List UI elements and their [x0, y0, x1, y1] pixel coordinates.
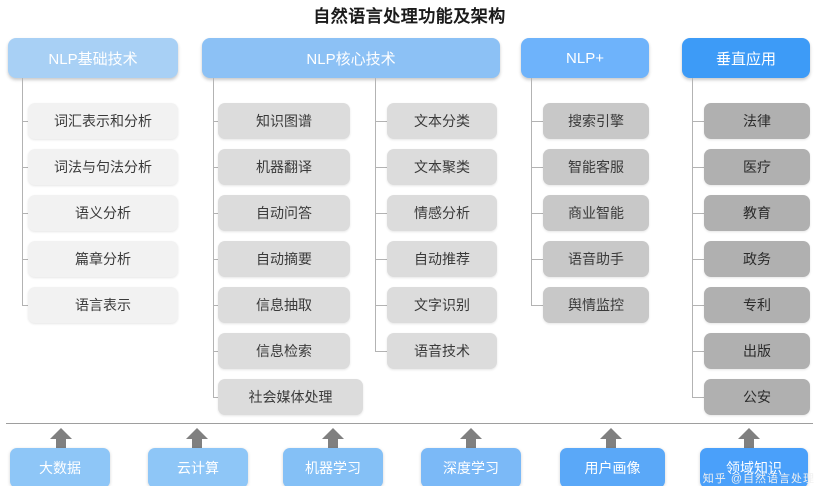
connector-branch-plus-1	[531, 167, 551, 168]
arrow-shaft	[606, 437, 616, 450]
arrow-shaft	[744, 437, 754, 450]
connector-branch-vertical-6	[692, 397, 712, 398]
foundation-box-cloud-computing[interactable]: 云计算	[148, 448, 248, 486]
header-nlp-core[interactable]: NLP核心技术	[202, 38, 500, 78]
node-vertical-3[interactable]: 政务	[704, 241, 810, 277]
connector-branch-plus-4	[531, 305, 551, 306]
node-core-left-5[interactable]: 信息检索	[218, 333, 350, 369]
node-basic-0[interactable]: 词汇表示和分析	[28, 103, 178, 139]
connector-trunk-core-right	[375, 78, 376, 351]
node-core-right-0[interactable]: 文本分类	[387, 103, 497, 139]
node-core-right-3[interactable]: 自动推荐	[387, 241, 497, 277]
header-nlp-plus[interactable]: NLP+	[521, 38, 649, 78]
node-plus-3[interactable]: 语音助手	[543, 241, 649, 277]
connector-branch-core-right-4	[375, 305, 395, 306]
connector-branch-core-right-1	[375, 167, 395, 168]
foundation-box-user-profile[interactable]: 用户画像	[560, 448, 665, 486]
connector-trunk-core-left	[213, 78, 214, 397]
arrow-head	[186, 428, 208, 439]
connector-branch-vertical-2	[692, 213, 712, 214]
header-nlp-basic[interactable]: NLP基础技术	[8, 38, 178, 78]
node-vertical-0[interactable]: 法律	[704, 103, 810, 139]
node-plus-1[interactable]: 智能客服	[543, 149, 649, 185]
node-plus-0[interactable]: 搜索引擎	[543, 103, 649, 139]
connector-branch-vertical-5	[692, 351, 712, 352]
node-basic-4[interactable]: 语言表示	[28, 287, 178, 323]
arrow-shaft	[56, 437, 66, 450]
arrow-head	[600, 428, 622, 439]
connector-branch-vertical-0	[692, 121, 712, 122]
connector-branch-core-right-5	[375, 351, 395, 352]
node-core-left-3[interactable]: 自动摘要	[218, 241, 350, 277]
header-vertical-apps[interactable]: 垂直应用	[682, 38, 810, 78]
node-core-left-0[interactable]: 知识图谱	[218, 103, 350, 139]
foundation-box-big-data[interactable]: 大数据	[10, 448, 110, 486]
arrow-shaft	[328, 437, 338, 450]
arrow-shaft	[192, 437, 202, 450]
node-core-right-5[interactable]: 语音技术	[387, 333, 497, 369]
connector-branch-vertical-1	[692, 167, 712, 168]
connector-trunk-vertical	[692, 78, 693, 397]
connector-branch-core-right-0	[375, 121, 395, 122]
arrow-head	[460, 428, 482, 439]
foundation-box-machine-learning[interactable]: 机器学习	[283, 448, 383, 486]
node-plus-4[interactable]: 舆情监控	[543, 287, 649, 323]
node-basic-1[interactable]: 词法与句法分析	[28, 149, 178, 185]
arrow-head	[322, 428, 344, 439]
node-core-right-1[interactable]: 文本聚类	[387, 149, 497, 185]
connector-branch-core-right-3	[375, 259, 395, 260]
node-core-left-4[interactable]: 信息抽取	[218, 287, 350, 323]
arrow-head	[738, 428, 760, 439]
connector-branch-core-right-2	[375, 213, 395, 214]
connector-branch-vertical-3	[692, 259, 712, 260]
node-basic-2[interactable]: 语义分析	[28, 195, 178, 231]
foundation-box-deep-learning[interactable]: 深度学习	[421, 448, 521, 486]
node-plus-2[interactable]: 商业智能	[543, 195, 649, 231]
connector-branch-plus-0	[531, 121, 551, 122]
connector-trunk-basic	[22, 78, 23, 305]
node-vertical-1[interactable]: 医疗	[704, 149, 810, 185]
node-vertical-2[interactable]: 教育	[704, 195, 810, 231]
connector-branch-vertical-4	[692, 305, 712, 306]
node-vertical-6[interactable]: 公安	[704, 379, 810, 415]
connector-trunk-plus	[531, 78, 532, 305]
node-core-left-6[interactable]: 社会媒体处理	[218, 379, 363, 415]
watermark-text: 知乎 @自然语言处理	[702, 473, 815, 485]
foundation-separator	[6, 423, 813, 424]
foundation-box-domain-knowledge[interactable]: 领域知识	[700, 448, 808, 486]
connector-branch-plus-3	[531, 259, 551, 260]
node-basic-3[interactable]: 篇章分析	[28, 241, 178, 277]
arrow-shaft	[466, 437, 476, 450]
page-title: 自然语言处理功能及架构	[313, 7, 506, 26]
node-vertical-5[interactable]: 出版	[704, 333, 810, 369]
connector-branch-plus-2	[531, 213, 551, 214]
node-core-left-2[interactable]: 自动问答	[218, 195, 350, 231]
node-core-right-2[interactable]: 情感分析	[387, 195, 497, 231]
node-core-right-4[interactable]: 文字识别	[387, 287, 497, 323]
arrow-head	[50, 428, 72, 439]
node-vertical-4[interactable]: 专利	[704, 287, 810, 323]
node-core-left-1[interactable]: 机器翻译	[218, 149, 350, 185]
